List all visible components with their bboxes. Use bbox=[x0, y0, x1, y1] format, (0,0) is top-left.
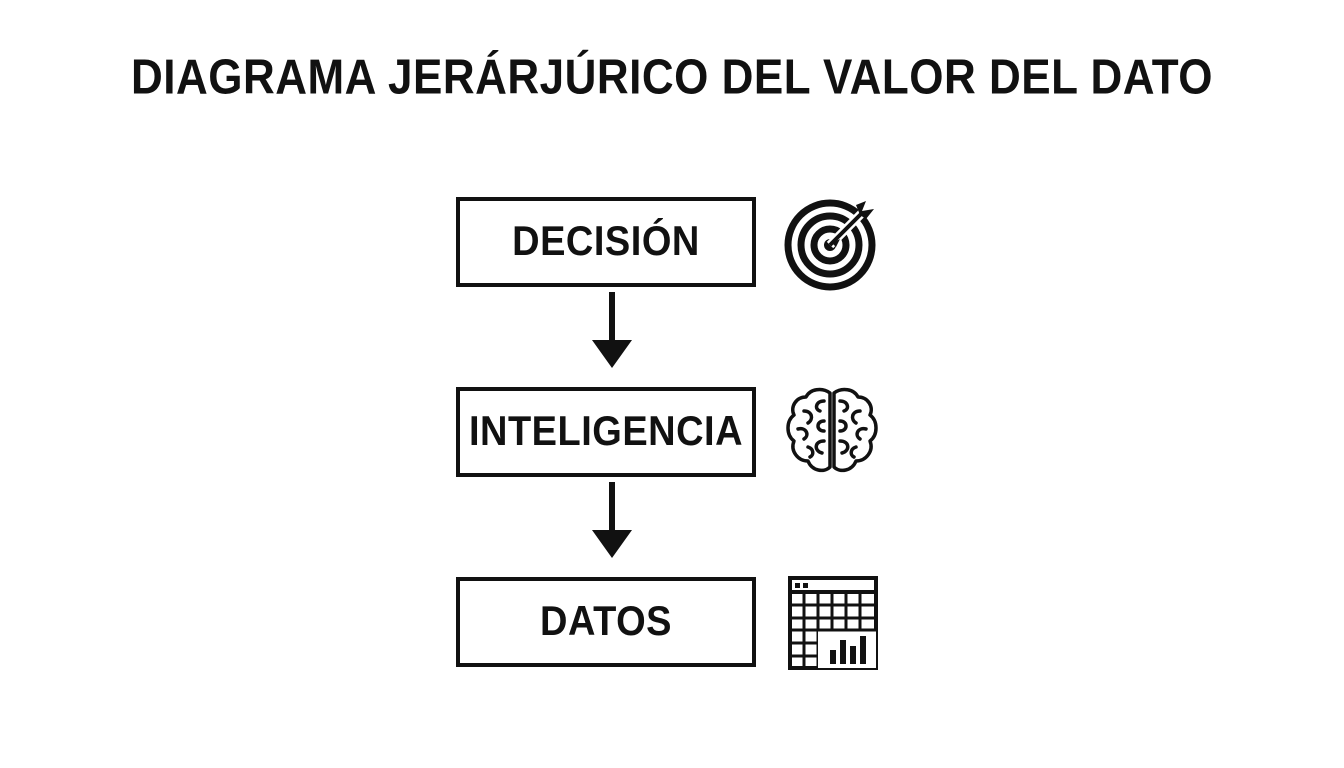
spreadsheet-chart-icon bbox=[788, 576, 878, 670]
level-label-intelligence: INTELIGENCIA bbox=[468, 408, 744, 455]
brain-icon bbox=[786, 387, 878, 473]
arrow-down-icon bbox=[592, 482, 632, 558]
target-icon bbox=[784, 199, 876, 291]
arrow-down-icon bbox=[592, 292, 632, 368]
diagram-title: DIAGRAMA JERÁRJÚRICO DEL VALOR DEL DATO bbox=[130, 50, 1214, 105]
level-box-datos: DATOS bbox=[456, 577, 756, 667]
level-box-intelligence: INTELIGENCIA bbox=[456, 387, 756, 477]
level-box-decision: DECISIÓN bbox=[456, 197, 756, 287]
level-label-decision: DECISIÓN bbox=[512, 218, 700, 265]
level-label-datos: DATOS bbox=[540, 598, 672, 645]
